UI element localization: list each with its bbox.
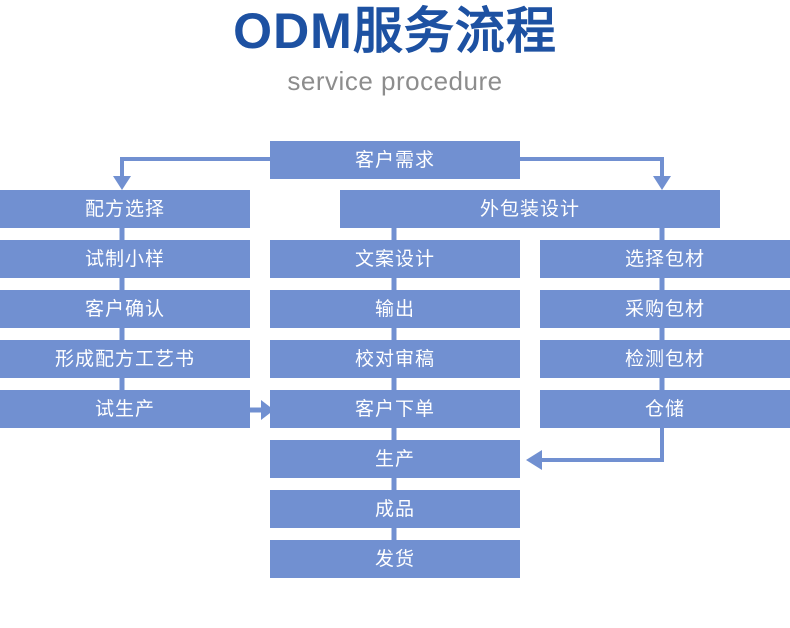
page-title: ODM服务流程 [233, 3, 557, 59]
page-subtitle: service procedure [287, 66, 503, 96]
node-copywriting-design[interactable]: 文案设计 [270, 240, 520, 278]
node-production[interactable]: 生产 [270, 440, 520, 478]
page-header: ODM服务流程 service procedure [0, 0, 790, 96]
node-trial-production[interactable]: 试生产 [0, 390, 250, 428]
node-package-design[interactable]: 外包装设计 [340, 190, 720, 228]
node-proofreading[interactable]: 校对审稿 [270, 340, 520, 378]
edge-trialprod-to-order [250, 400, 274, 420]
node-purchase-packaging[interactable]: 采购包材 [540, 290, 790, 328]
node-formula-process-document[interactable]: 形成配方工艺书 [0, 340, 250, 378]
edge-pkgdesign-to-children [391, 228, 665, 241]
edge-storage-to-production [526, 428, 664, 470]
node-trial-sample[interactable]: 试制小样 [0, 240, 250, 278]
node-warehousing[interactable]: 仓储 [540, 390, 790, 428]
node-customer-order[interactable]: 客户下单 [270, 390, 520, 428]
edge-demand-to-formula [113, 157, 270, 190]
node-inspect-packaging[interactable]: 检测包材 [540, 340, 790, 378]
node-shipment[interactable]: 发货 [270, 540, 520, 578]
edge-demand-to-pkgdesign [520, 157, 671, 190]
node-customer-demand[interactable]: 客户需求 [270, 141, 520, 179]
node-formula-selection[interactable]: 配方选择 [0, 190, 250, 228]
node-finished-product[interactable]: 成品 [270, 490, 520, 528]
node-select-packaging[interactable]: 选择包材 [540, 240, 790, 278]
node-output[interactable]: 输出 [270, 290, 520, 328]
node-customer-confirmation[interactable]: 客户确认 [0, 290, 250, 328]
